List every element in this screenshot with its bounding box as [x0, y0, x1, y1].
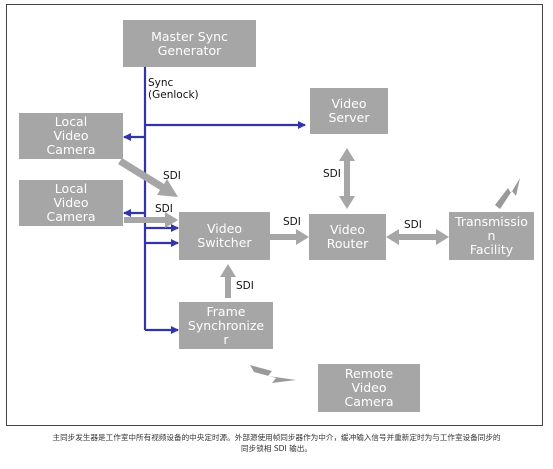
sdi-arrow-router-server [339, 148, 355, 209]
sdi-arrow-switcher-to-router [270, 229, 309, 245]
sdi-arrow-framesync-to-switcher [220, 264, 236, 298]
transmission-facility-box: Transmissio n Facility [449, 212, 534, 260]
sdi-arrow-camera1-to-switcher [118, 158, 178, 197]
master-sync-generator-box: Master Sync Generator [123, 20, 256, 67]
local-video-camera-1-box: Local Video Camera [19, 113, 123, 159]
sdi-label-router-transmission: SDI [404, 219, 422, 231]
wireless-lightning-remote [250, 365, 296, 383]
sdi-arrow-router-transmission [386, 229, 449, 245]
sdi-label-framesync: SDI [236, 280, 254, 292]
video-server-box: Video Server [310, 88, 388, 134]
sdi-label-server-router: SDI [323, 168, 341, 180]
sdi-label-camera2: SDI [155, 203, 173, 215]
wireless-lightning-transmission [495, 178, 520, 209]
video-router-box: Video Router [309, 214, 386, 260]
frame-synchronizer-box: Frame Synchronize r [179, 302, 273, 349]
remote-video-camera-box: Remote Video Camera [318, 364, 420, 412]
sync-genlock-label: Sync (Genlock) [148, 77, 199, 101]
wireless-links [250, 178, 520, 383]
sync-lines [123, 66, 306, 334]
sdi-arrows [118, 148, 449, 298]
sdi-label-camera1: SDI [163, 170, 181, 182]
local-video-camera-2-box: Local Video Camera [19, 180, 123, 226]
video-switcher-box: Video Switcher [179, 212, 270, 260]
sdi-label-switcher-router: SDI [283, 216, 301, 228]
diagram-frame [6, 4, 543, 426]
figure-caption: 主同步发生器是工作室中所有视频设备的中央定时源。外部源使用帧同步器作为中介，缓冲… [52, 433, 501, 453]
sdi-arrow-camera2-to-switcher [124, 212, 178, 228]
